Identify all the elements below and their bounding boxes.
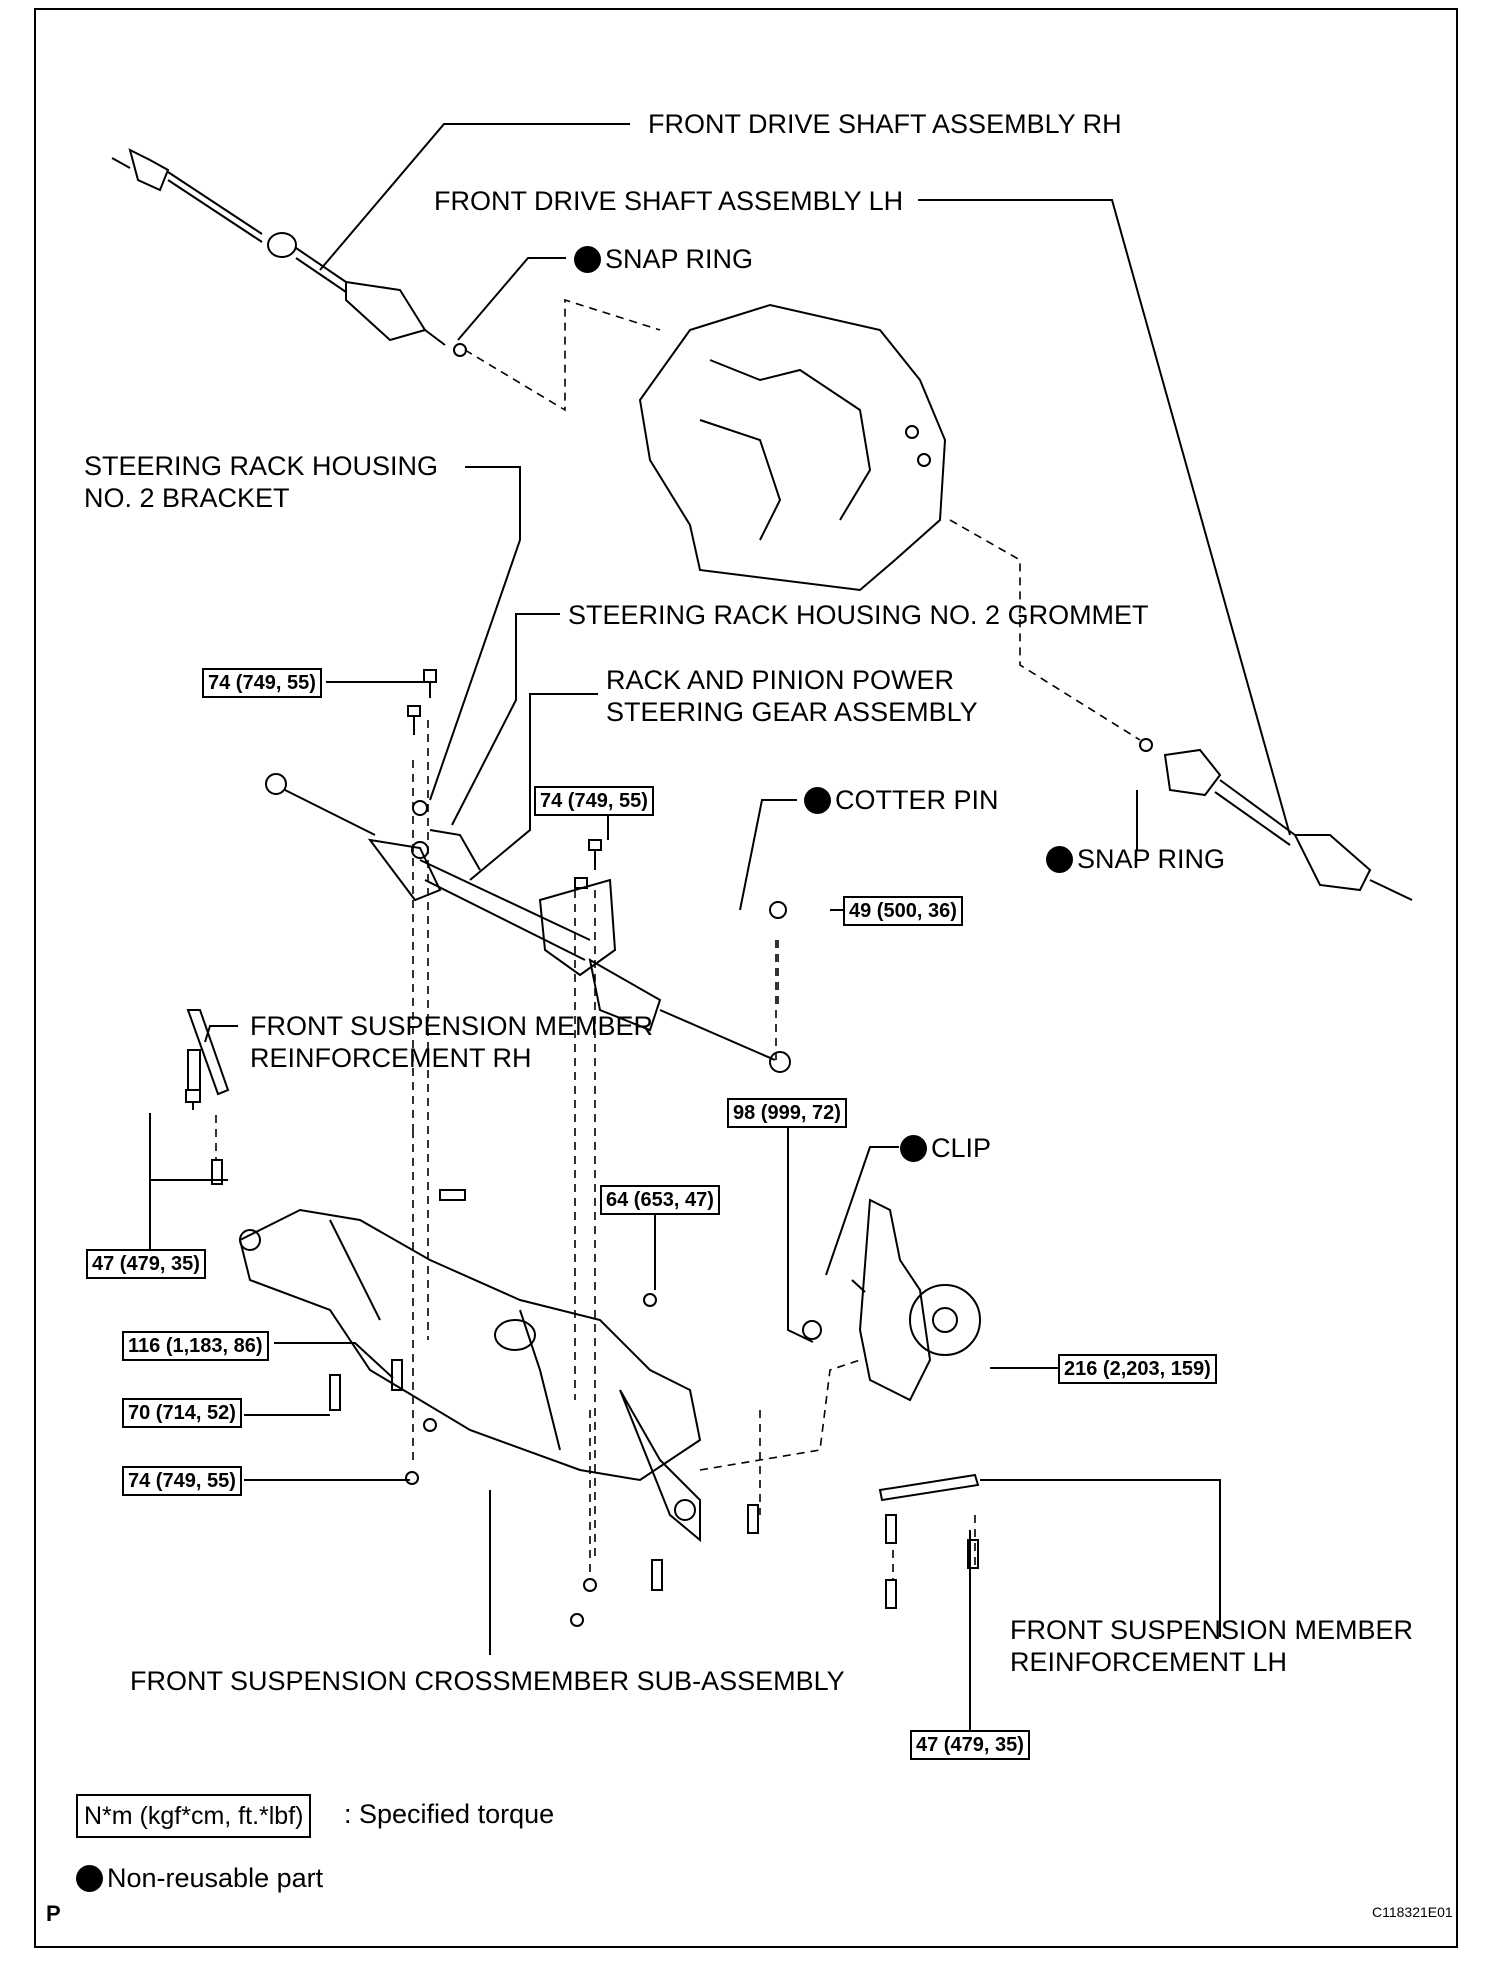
torque-74-upper: 74 (749, 55) (202, 668, 322, 698)
legend-torque-unit: N*m (kgf*cm, ft.*lbf) (76, 1794, 312, 1838)
cotter-pin-text: COTTER PIN (835, 785, 999, 815)
footer-left-mark: P (46, 1901, 61, 1926)
filled-circle-icon (1046, 845, 1073, 873)
drive-shaft-rh (111, 148, 467, 357)
torque-116: 116 (1,183, 86) (122, 1331, 269, 1361)
filled-circle-icon (76, 1864, 103, 1892)
steering-knuckle-hub (851, 1198, 981, 1402)
label-front-drive-shaft-lh: FRONT DRIVE SHAFT ASSEMBLY LH (434, 186, 904, 216)
label-steering-rack-housing-bracket: STEERING RACK HOUSING NO. 2 BRACKET (84, 451, 439, 513)
figure-code: C118321E01 (1372, 1904, 1453, 1920)
label-reinforcement-lh: FRONT SUSPENSION MEMBER REINFORCEMENT LH (1010, 1615, 1414, 1677)
legend-nonreusable: Non-reusable part (76, 1862, 323, 1894)
label-snap-ring-lh: SNAP RING (1046, 843, 1225, 875)
label-rack-pinion-gear-assembly: RACK AND PINION POWER STEERING GEAR ASSE… (606, 665, 978, 727)
torque-47-rh: 47 (479, 35) (86, 1249, 206, 1279)
steering-gear (265, 773, 791, 1073)
snap-ring-text: SNAP RING (605, 244, 754, 274)
diagram-frame (34, 8, 1458, 1948)
filled-circle-icon (804, 786, 831, 814)
filled-circle-icon (574, 245, 601, 273)
torque-70: 70 (714, 52) (122, 1398, 242, 1428)
drive-shaft-lh (1139, 738, 1413, 901)
clip-text: CLIP (931, 1133, 992, 1163)
filled-circle-icon (900, 1134, 927, 1162)
torque-74-gear: 74 (749, 55) (534, 786, 654, 816)
label-cotter-pin: COTTER PIN (804, 784, 999, 816)
label-reinforcement-rh: FRONT SUSPENSION MEMBER REINFORCEMENT RH (250, 1011, 654, 1073)
snap-ring-text: SNAP RING (1077, 844, 1226, 874)
torque-49: 49 (500, 36) (843, 896, 963, 926)
torque-64: 64 (653, 47) (600, 1185, 720, 1215)
torque-74-lower: 74 (749, 55) (122, 1466, 242, 1496)
bolts (185, 669, 979, 1627)
reinforcement-lh (878, 1473, 980, 1502)
transaxle (638, 303, 947, 592)
leader-lines (149, 123, 1291, 1755)
label-crossmember: FRONT SUSPENSION CROSSMEMBER SUB-ASSEMBL… (130, 1666, 845, 1696)
alignment-lines (215, 298, 1141, 1580)
torque-47-lh: 47 (479, 35) (910, 1730, 1030, 1760)
crossmember (238, 1208, 702, 1543)
torque-98: 98 (999, 72) (727, 1098, 847, 1128)
label-snap-ring-rh: SNAP RING (574, 243, 753, 275)
label-front-drive-shaft-rh: FRONT DRIVE SHAFT ASSEMBLY RH (648, 109, 1122, 139)
legend-nonreusable-text: Non-reusable part (107, 1863, 324, 1893)
legend-torque-text: : Specified torque (344, 1799, 555, 1829)
label-clip: CLIP (900, 1132, 991, 1164)
reinforcement-rh (186, 1009, 230, 1096)
label-steering-rack-housing-grommet: STEERING RACK HOUSING NO. 2 GROMMET (568, 600, 1149, 630)
torque-216: 216 (2,203, 159) (1058, 1354, 1217, 1384)
